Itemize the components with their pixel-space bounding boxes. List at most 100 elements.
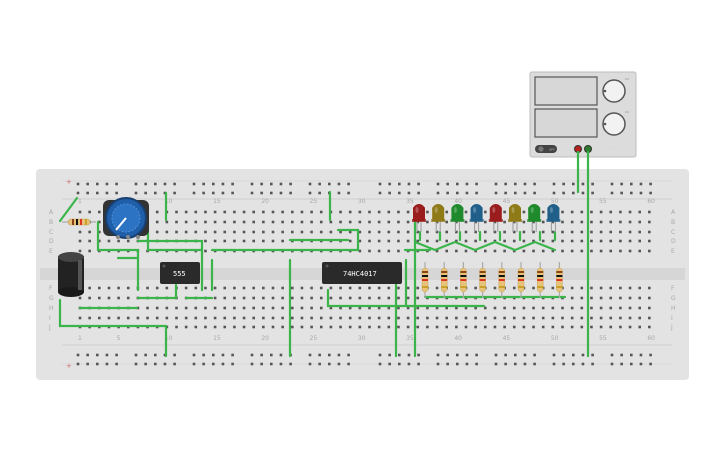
breadboard-hole [348,230,352,234]
current-knob[interactable] [602,112,626,136]
breadboard-hole [619,230,622,234]
breadboard-hole [377,316,381,320]
resistor[interactable] [460,262,467,298]
rail-hole [639,353,643,357]
rail-hole [465,191,469,195]
breadboard-hole [590,325,593,329]
resistor[interactable] [479,262,486,298]
rail-hole [504,353,507,357]
breadboard-hole [368,316,371,320]
rail-hole [388,191,391,195]
breadboard-hole [397,230,400,234]
breadboard-hole [310,316,313,320]
potentiometer[interactable] [103,197,149,239]
led[interactable] [412,204,426,232]
breadboard-hole [522,306,526,310]
rail-hole [378,191,382,195]
power-supply[interactable]: CV CC OFF · · · [529,71,637,158]
rail-hole [494,353,498,357]
rail-hole [417,182,420,186]
breadboard-hole [281,325,284,329]
breadboard-hole [493,249,497,253]
breadboard-hole [262,220,265,224]
breadboard-hole [194,286,198,290]
breadboard-hole [493,286,497,290]
rail-hole [514,353,517,357]
led[interactable] [508,204,522,232]
breadboard-hole [512,316,516,320]
breadboard-hole [503,249,506,253]
led[interactable] [527,204,542,232]
resistor[interactable] [440,262,448,298]
breadboard-hole [98,210,101,214]
resistor[interactable] [498,262,506,298]
rail-hole [475,182,478,186]
row-label: B [49,219,53,226]
rail-hole [221,191,225,195]
electrolytic-capacitor[interactable] [58,252,84,297]
rail-hole [347,362,350,366]
row-label: J [670,324,673,331]
wires[interactable] [58,150,590,358]
resistor[interactable] [421,262,429,298]
breadboard-hole [580,316,584,320]
breadboard-hole [474,286,477,290]
breadboard-hole [319,230,323,234]
rail-hole [436,182,440,186]
breadboard-hole [262,316,265,320]
breadboard-hole [648,220,651,224]
led[interactable] [431,204,446,232]
chip-555[interactable]: 555 [160,262,200,284]
column-number: 20 [261,198,269,205]
led-row[interactable] [412,204,561,232]
row-label: H [49,305,54,312]
resistor[interactable] [517,262,525,298]
breadboard-hole [532,306,535,310]
rail-hole [523,182,527,186]
breadboard-hole [165,230,169,234]
breadboard-hole [648,296,651,300]
rail-hole [154,353,157,357]
breadboard-hole [397,306,400,310]
breadboard-hole [406,306,410,310]
breadboard-hole [570,325,574,329]
breadboard-hole [609,286,613,290]
resistor-bank[interactable] [421,262,563,298]
breadboard-hole [561,316,564,320]
rail-hole [76,353,80,357]
chip-74hc4017-label: 74HC4017 [343,270,377,278]
voltage-knob[interactable] [602,79,626,103]
breadboard-hole [78,296,82,300]
breadboard-hole [522,239,526,243]
knob2-label: CC [625,110,629,114]
resistor[interactable] [536,262,544,298]
resistor[interactable] [556,262,563,298]
breadboard-hole [358,306,362,310]
led[interactable] [488,204,503,232]
breadboard-hole [512,230,516,234]
breadboard-hole [493,316,497,320]
breadboard-hole [455,316,458,320]
led[interactable] [450,204,465,232]
chip-74hc4017[interactable]: 74HC4017 [322,262,402,284]
display-current [534,108,598,138]
rail-hole [221,362,225,366]
breadboard-hole [628,230,632,234]
breadboard-hole [638,210,641,214]
breadboard-hole [619,239,622,243]
column-number: 55 [599,198,607,205]
breadboard-hole [117,316,120,320]
breadboard-hole [474,316,477,320]
resistor-input[interactable] [62,218,96,226]
breadboard-hole [252,239,255,243]
breadboard-hole [570,220,574,224]
breadboard-hole [155,306,159,310]
rail-hole [533,362,536,366]
rail-hole [581,353,585,357]
breadboard-hole [329,286,333,290]
breadboard-hole [474,249,477,253]
led[interactable] [546,204,561,232]
led[interactable] [469,204,484,232]
rail-hole [630,182,633,186]
